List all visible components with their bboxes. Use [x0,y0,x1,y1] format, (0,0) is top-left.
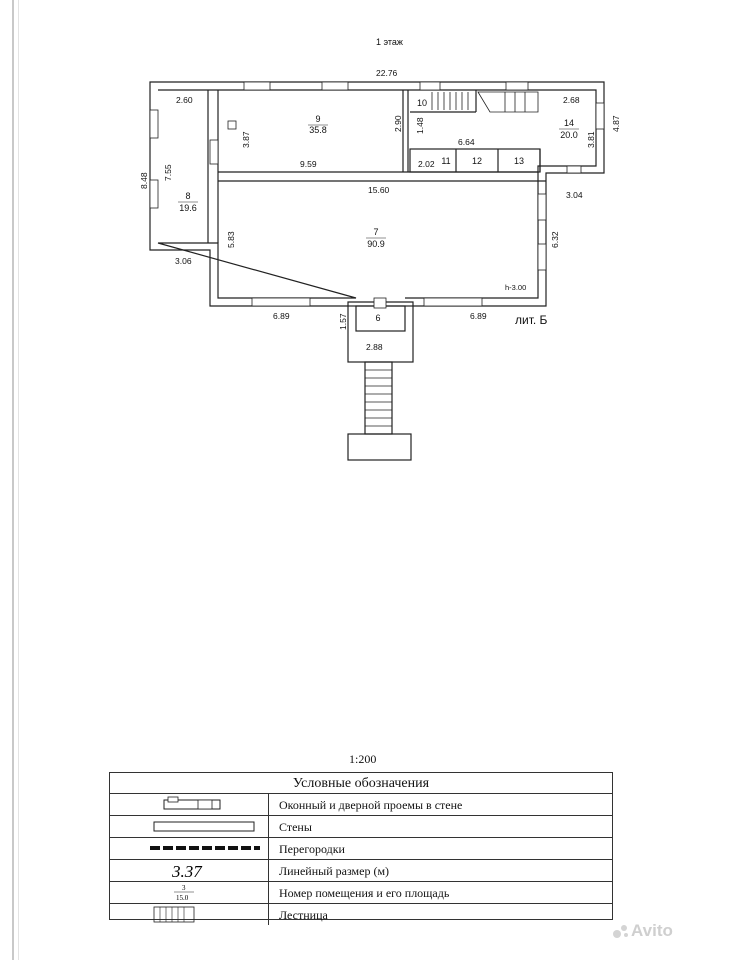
legend-title: Условные обозначения [110,773,612,794]
dim-room7-right: 6.32 [550,231,560,248]
room-9-number: 9 [315,114,320,124]
room-11-number: 11 [441,156,450,166]
room-13-number: 13 [514,156,524,166]
external-stair [364,361,393,435]
room-area-sample: 15.0 [176,894,189,902]
internal-stair-treads [431,91,539,113]
legend-row: Перегородки [110,838,612,860]
dim-2-90: 2.90 [393,115,403,132]
page-edge [12,0,14,960]
room-9-area: 35.8 [309,125,327,135]
window [209,139,219,165]
dim-bottom-left: 6.89 [273,311,290,321]
room-7-number: 7 [373,227,378,237]
room-6-number: 6 [375,313,380,323]
window [251,297,311,307]
dim-room7-top: 15.60 [368,185,390,195]
dim-room8-height: 7.55 [163,164,173,181]
dim-room9-bottom: 9.59 [300,159,317,169]
avito-logo-icon [613,925,628,938]
page-edge-shadow [18,0,19,960]
window [505,81,529,91]
legend-row: Лестница [110,904,612,925]
legend-row: 3.37 Линейный размер (м) [110,860,612,882]
dim-2-02: 2.02 [418,159,435,169]
room-10-number: 10 [417,98,427,108]
legend-row: Стены [110,816,612,838]
dim-room9-height: 3.87 [241,131,251,148]
window [537,193,547,221]
dim-left-offset: 3.06 [175,256,192,266]
window [419,81,441,91]
dim-6-64: 6.64 [458,137,475,147]
external-stair-treads [365,369,392,427]
wall-symbol [110,816,269,837]
window [149,109,159,139]
chimney [227,120,237,130]
dim-right-total: 4.87 [611,115,621,132]
dim-porch-depth: 1.57 [338,313,348,330]
scale-label: 1:200 [349,752,377,766]
legend-label-dimension: Линейный размер (м) [279,864,390,878]
window-door-symbol [110,794,269,815]
floor-plan: 22.76 2.60 2.68 9.59 6.64 2.02 15.60 3.0… [139,68,621,461]
dim-top-total: 22.76 [376,68,398,78]
dim-left-total: 8.48 [139,172,149,189]
dim-room14-height: 3.81 [586,131,596,148]
window [149,179,159,209]
window [595,102,605,130]
ceiling-height: h-3.00 [505,283,526,292]
legend-row: 3 15.0 Номер помещения и его площадь [110,882,612,904]
room-14-area: 20.0 [560,130,578,140]
dim-bottom-right: 6.89 [470,311,487,321]
dim-room7-left: 5.83 [226,231,236,248]
dimension-symbol: 3.37 [110,860,269,881]
stair-symbol [110,904,269,925]
window [423,297,483,307]
legend-label-room-number: Номер помещения и его площадь [279,886,450,900]
room-number-sample: 3 [182,884,186,892]
watermark: Avito [631,921,673,940]
window [537,243,547,271]
room-12-number: 12 [472,156,482,166]
legend-row: Оконный и дверной проемы в стене [110,794,612,816]
outer-walls [149,81,605,461]
building-outline [149,81,605,307]
room-8-number: 8 [185,191,190,201]
building-label: лит. Б [515,313,548,327]
dim-1-48: 1.48 [415,117,425,134]
room-number-symbol: 3 15.0 [110,882,269,903]
legend-table: Условные обозначения Оконный и дверной п… [109,772,613,925]
room-14-number: 14 [564,118,574,128]
floor-title: 1 этаж [376,37,403,47]
legend-label-openings: Оконный и дверной проемы в стене [279,798,463,812]
legend-label-partitions: Перегородки [279,842,345,856]
legend-label-walls: Стены [279,820,312,834]
windows [149,81,605,309]
dim-right-offset: 3.04 [566,190,583,200]
dim-porch-width: 2.88 [366,342,383,352]
room-7-area: 90.9 [367,239,385,249]
door [373,297,387,309]
dim-room14-width: 2.68 [563,95,580,105]
dimension-sample: 3.37 [171,862,203,881]
window [243,81,271,91]
door [566,165,582,174]
dim-room8-width: 2.60 [176,95,193,105]
room-8-area: 19.6 [179,203,197,213]
stair-landing [347,433,412,461]
legend-label-stair: Лестница [279,908,328,922]
window [321,81,349,91]
partition-symbol [110,838,269,859]
